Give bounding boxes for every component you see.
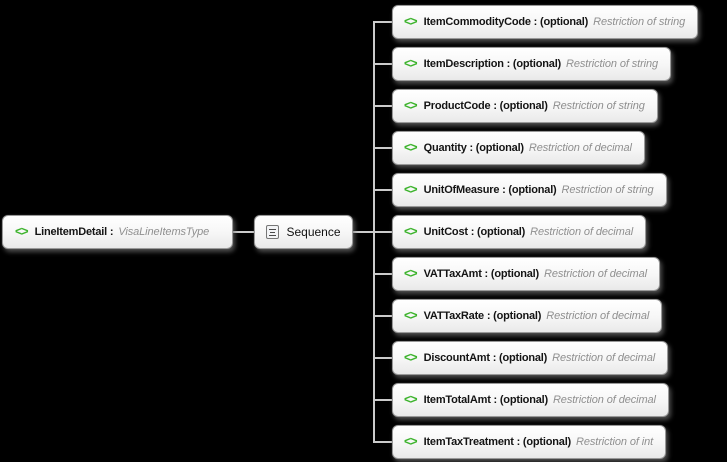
element-icon: <> bbox=[404, 224, 418, 239]
child-element-node[interactable]: <> UnitCost : (optional) Restriction of … bbox=[392, 215, 647, 249]
element-name: ItemTotalAmt : (optional) bbox=[423, 394, 549, 406]
sequence-label: Sequence bbox=[286, 225, 341, 239]
child-element-node[interactable]: <> ItemCommodityCode : (optional) Restri… bbox=[392, 5, 699, 39]
element-restriction: Restriction of string bbox=[552, 100, 645, 112]
element-restriction: Restriction of decimal bbox=[546, 310, 650, 322]
element-icon: <> bbox=[404, 266, 418, 281]
element-icon: <> bbox=[404, 350, 418, 365]
element-name: UnitOfMeasure : (optional) bbox=[423, 184, 557, 196]
element-restriction: Restriction of string bbox=[561, 184, 654, 196]
element-icon: <> bbox=[404, 14, 418, 29]
element-name: Quantity : (optional) bbox=[423, 142, 524, 154]
sequence-node[interactable]: Sequence bbox=[254, 215, 353, 249]
element-icon: <> bbox=[404, 98, 418, 113]
element-icon: <> bbox=[404, 56, 418, 71]
element-restriction: Restriction of decimal bbox=[552, 352, 656, 364]
element-restriction: Restriction of decimal bbox=[552, 394, 656, 406]
root-element-node[interactable]: <> LineItemDetail : VisaLineItemsType bbox=[2, 215, 233, 249]
child-element-node[interactable]: <> ItemTaxTreatment : (optional) Restric… bbox=[392, 425, 667, 459]
element-icon: <> bbox=[404, 140, 418, 155]
child-element-node[interactable]: <> ItemDescription : (optional) Restrict… bbox=[392, 47, 672, 81]
child-element-node[interactable]: <> ProductCode : (optional) Restriction … bbox=[392, 89, 658, 123]
element-name: UnitCost : (optional) bbox=[423, 226, 526, 238]
element-icon: <> bbox=[404, 392, 418, 407]
element-name: VATTaxAmt : (optional) bbox=[423, 268, 540, 280]
element-icon: <> bbox=[404, 434, 418, 449]
child-element-node[interactable]: <> Quantity : (optional) Restriction of … bbox=[392, 131, 645, 165]
child-element-node[interactable]: <> UnitOfMeasure : (optional) Restrictio… bbox=[392, 173, 667, 207]
element-name: DiscountAmt : (optional) bbox=[423, 352, 548, 364]
element-restriction: Restriction of int bbox=[576, 436, 654, 448]
element-restriction: Restriction of string bbox=[566, 58, 659, 70]
element-restriction: Restriction of decimal bbox=[528, 142, 632, 154]
element-name: ItemTaxTreatment : (optional) bbox=[423, 436, 572, 448]
element-name: ItemCommodityCode : (optional) bbox=[423, 16, 589, 28]
element-restriction: Restriction of decimal bbox=[543, 268, 647, 280]
child-element-node[interactable]: <> ItemTotalAmt : (optional) Restriction… bbox=[392, 383, 669, 417]
element-name: ProductCode : (optional) bbox=[423, 100, 548, 112]
element-icon: <> bbox=[404, 182, 418, 197]
element-restriction: Restriction of decimal bbox=[530, 226, 634, 238]
sequence-icon bbox=[266, 225, 280, 239]
child-element-node[interactable]: <> VATTaxRate : (optional) Restriction o… bbox=[392, 299, 663, 333]
element-icon: <> bbox=[404, 308, 418, 323]
element-name: LineItemDetail : bbox=[34, 226, 114, 238]
element-restriction: Restriction of string bbox=[593, 16, 686, 28]
element-name: VATTaxRate : (optional) bbox=[423, 310, 542, 322]
element-icon: <> bbox=[15, 224, 29, 239]
child-element-node[interactable]: <> DiscountAmt : (optional) Restriction … bbox=[392, 341, 669, 375]
element-name: ItemDescription : (optional) bbox=[423, 58, 562, 70]
element-type: VisaLineItemsType bbox=[118, 226, 210, 238]
child-element-node[interactable]: <> VATTaxAmt : (optional) Restriction of… bbox=[392, 257, 660, 291]
